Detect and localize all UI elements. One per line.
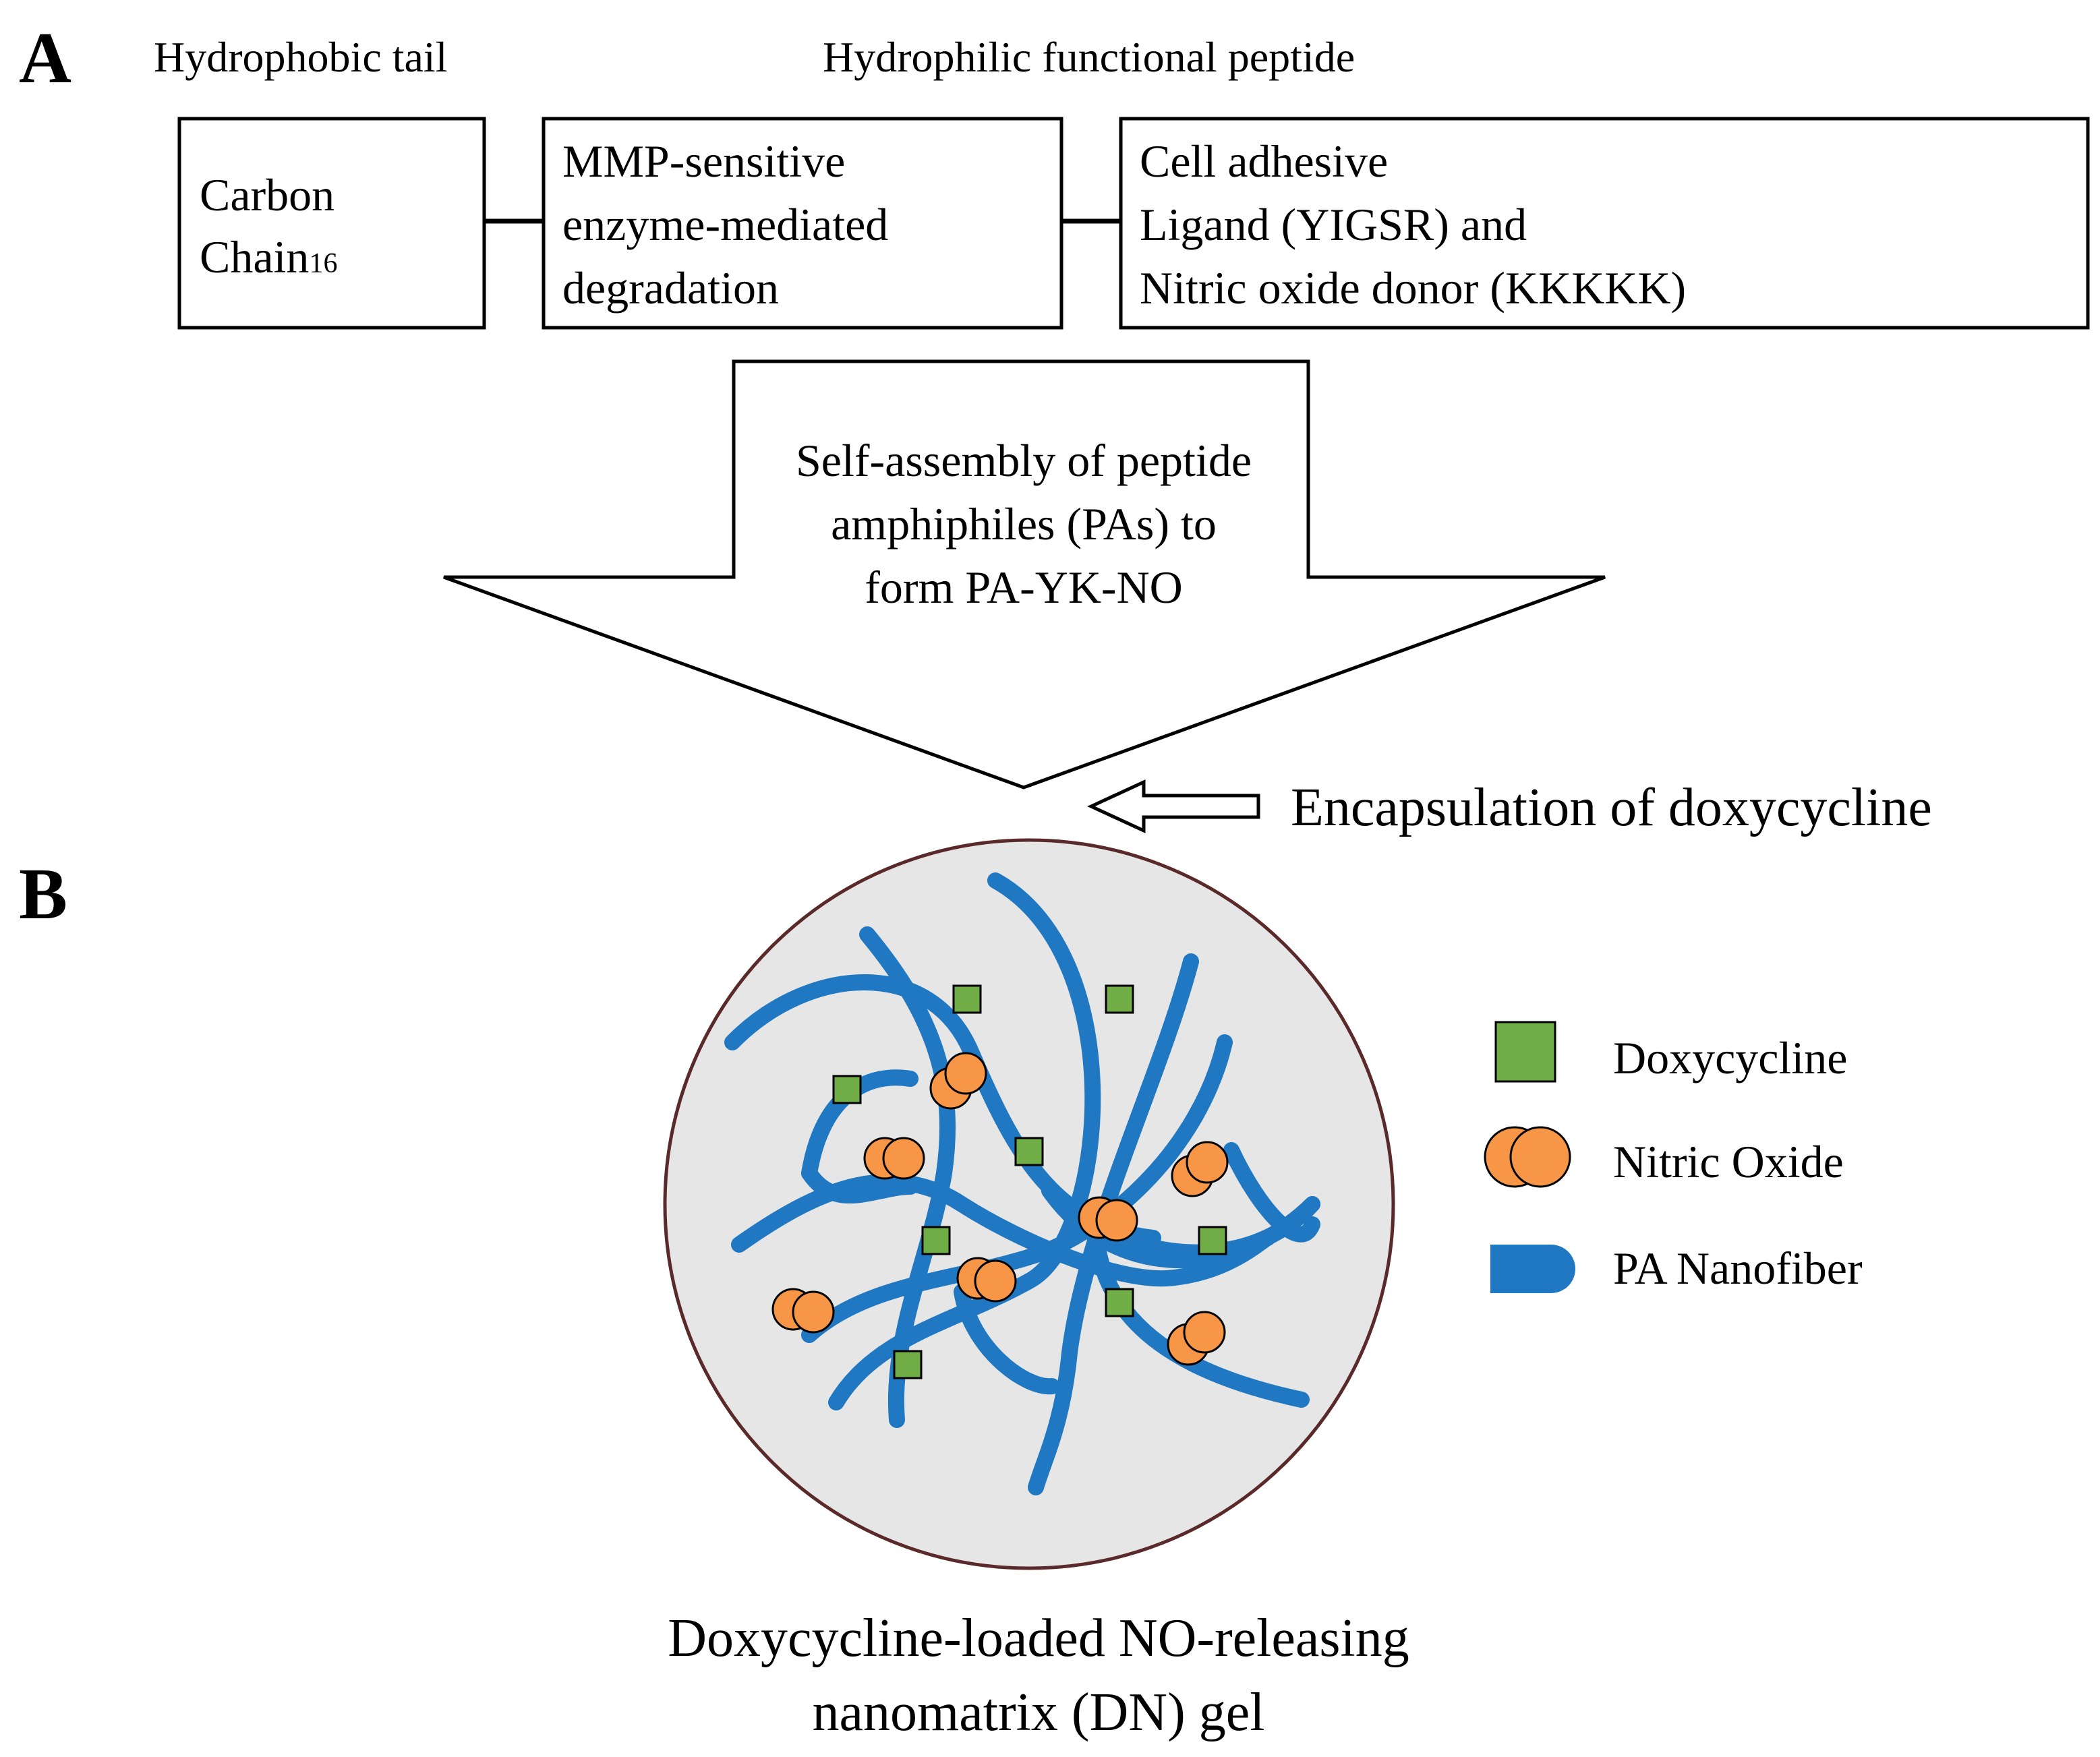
self-assembly-line2: amphiphiles (PAs) to (831, 498, 1217, 549)
doxycycline-square (1198, 1226, 1227, 1255)
cell-adhesive-box: Cell adhesive Ligand (YIGSR) and Nitric … (1119, 117, 2090, 330)
nitric-oxide-pair (956, 1257, 1017, 1303)
nitric-oxide-pair (929, 1052, 987, 1110)
legend-nanofiber-label: PA Nanofiber (1613, 1243, 1863, 1294)
nitric-oxide-pair (863, 1137, 925, 1180)
self-assembly-line3: form PA-YK-NO (865, 562, 1183, 613)
legend-nitric-oxide-label: Nitric Oxide (1613, 1136, 1844, 1187)
legend: Doxycycline Nitric Oxide PA Nanofiber (1484, 1021, 1863, 1294)
doxycycline-square (1014, 1137, 1044, 1166)
nanofiber (1028, 953, 1199, 1495)
mmp-line3: degradation (562, 262, 779, 314)
gel-caption-line1: Doxycycline-loaded NO-releasing (668, 1609, 1409, 1668)
nanofiber (859, 926, 956, 1428)
nanofiber (954, 1284, 1060, 1395)
hydrophobic-tail-heading: Hydrophobic tail (154, 33, 447, 81)
panel-b-label: B (19, 854, 67, 934)
legend-nanofiber-swatch (1490, 1245, 1575, 1293)
carbon-chain-line1: Carbon (200, 169, 334, 220)
cell-adhesive-line1: Cell adhesive (1140, 136, 1388, 187)
mmp-sensitive-box: MMP-sensitive enzyme-mediated degradatio… (542, 117, 1063, 330)
nitric-oxide-pair (1167, 1311, 1226, 1366)
nanofiber-network (724, 872, 1320, 1495)
doxycycline-square (1105, 984, 1134, 1014)
doxycycline-square (921, 1226, 951, 1255)
gel-caption-line2: nanomatrix (DN) gel (813, 1683, 1265, 1742)
nitric-oxide-particles (771, 1052, 1229, 1366)
mmp-line1: MMP-sensitive (562, 136, 845, 187)
mmp-line2: enzyme-mediated (562, 199, 888, 250)
legend-doxycycline-label: Doxycycline (1613, 1032, 1847, 1083)
gel-circle (663, 838, 1395, 1570)
carbon-chain-line2: Chain16 (200, 231, 337, 282)
doxycycline-square (832, 1075, 862, 1104)
nitric-oxide-pair (1171, 1141, 1229, 1197)
hydrophilic-peptide-heading: Hydrophilic functional peptide (823, 33, 1355, 81)
self-assembly-arrow (443, 359, 1606, 790)
nitric-oxide-pair (1078, 1196, 1138, 1242)
carbon-chain-box: Carbon Chain16 (177, 117, 486, 330)
encapsulation-arrow (1087, 779, 1260, 833)
doxycycline-particles (832, 984, 1227, 1379)
legend-nitric-oxide-swatch (1484, 1126, 1571, 1188)
legend-doxycycline-swatch (1494, 1021, 1556, 1083)
carbon-chain-word: Chain (200, 231, 309, 282)
doxycycline-square (1105, 1288, 1134, 1317)
nanofiber (801, 1165, 918, 1204)
cell-adhesive-line3: Nitric oxide donor (KKKKK) (1140, 262, 1686, 314)
doxycycline-square (893, 1350, 923, 1379)
cell-adhesive-line2: Ligand (YIGSR) and (1140, 199, 1527, 250)
encapsulation-text: Encapsulation of doxycycline (1291, 778, 1932, 837)
panel-a-label: A (19, 18, 71, 98)
nanofiber (1041, 1183, 1320, 1269)
self-assembly-line1: Self-assembly of peptide (796, 435, 1252, 486)
nanofiber (801, 1034, 1233, 1343)
nitric-oxide-pair (771, 1288, 835, 1334)
doxycycline-square (952, 984, 982, 1014)
nanofiber (1088, 1230, 1310, 1408)
carbon-chain-subscript: 16 (309, 248, 337, 279)
